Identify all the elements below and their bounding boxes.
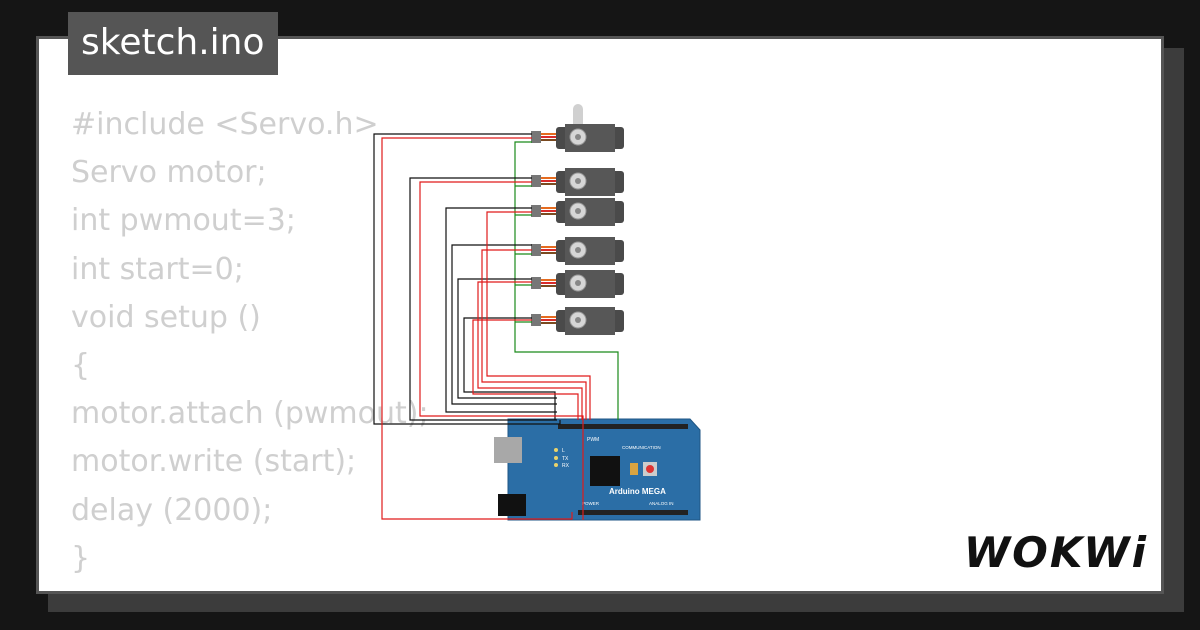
communication-label: COMMUNICATION — [622, 445, 661, 450]
bottom-header-pins — [578, 510, 688, 515]
board-name: Arduino MEGA — [609, 487, 666, 496]
ground-wire — [451, 244, 557, 405]
file-tab[interactable]: sketch.ino — [68, 12, 279, 75]
servo-motor[interactable] — [531, 307, 624, 335]
servo-motor[interactable] — [531, 168, 624, 196]
code-line: void loop () — [71, 583, 429, 591]
code-line: Servo motor; — [71, 155, 267, 191]
power-wire — [486, 211, 591, 420]
top-header-pins — [558, 424, 688, 429]
crystal-icon — [630, 463, 638, 475]
ground-wire — [445, 207, 557, 413]
ground-wire — [373, 133, 561, 425]
power-jack-icon — [498, 494, 526, 516]
power-label: POWER — [582, 501, 600, 506]
code-line: int start=0; — [71, 251, 244, 287]
servo-connector-icon — [531, 277, 541, 289]
power-wire — [419, 181, 584, 520]
servo-connector-icon — [531, 244, 541, 256]
pwm-label: PWM — [587, 437, 599, 443]
led-rx-label: RX — [562, 463, 570, 469]
servo-motor[interactable] — [531, 198, 624, 226]
code-line: delay (2000); — [71, 492, 273, 528]
wires — [373, 133, 619, 520]
servo-motor[interactable] — [531, 270, 624, 298]
signal-wire — [514, 141, 619, 420]
led-l-icon — [554, 448, 558, 452]
ground-wire — [457, 278, 557, 399]
servo-connector-icon — [531, 314, 541, 326]
servo-motor[interactable] — [531, 124, 624, 152]
arduino-mega-board[interactable]: L TX RX PWM COMMUNICATION Arduino MEGA P… — [494, 418, 701, 521]
code-line: { — [71, 347, 91, 383]
servo-group — [531, 104, 624, 335]
servo-connector-icon — [531, 131, 541, 143]
ground-wire — [409, 177, 557, 421]
power-wire — [477, 281, 583, 420]
code-line: int pwmout=3; — [71, 203, 296, 239]
power-wire — [472, 319, 579, 420]
code-line: motor.write (start); — [71, 444, 357, 480]
analog-in-label: ANALOG IN — [649, 501, 674, 506]
power-wire — [381, 137, 573, 520]
usb-port-icon — [494, 437, 522, 463]
microcontroller-chip-icon — [590, 456, 620, 486]
code-line: void setup () — [71, 299, 261, 335]
code-line: motor.attach (pwmout); — [71, 396, 429, 432]
led-tx-label: TX — [562, 456, 569, 462]
servo-connector-icon — [531, 175, 541, 187]
wokwi-logo: WOKWi — [963, 528, 1148, 577]
led-rx-icon — [554, 463, 558, 467]
code-line: #include <Servo.h> — [71, 107, 379, 142]
servo-connector-icon — [531, 205, 541, 217]
power-wire — [481, 249, 587, 420]
code-line: } — [71, 540, 91, 576]
reset-button-cap-icon — [646, 465, 654, 473]
code-preview: #include <Servo.h> Servo motor; int pwmout… — [71, 101, 429, 591]
led-l-label: L — [562, 448, 565, 454]
led-tx-icon — [554, 456, 558, 460]
servo-motor[interactable] — [531, 237, 624, 265]
